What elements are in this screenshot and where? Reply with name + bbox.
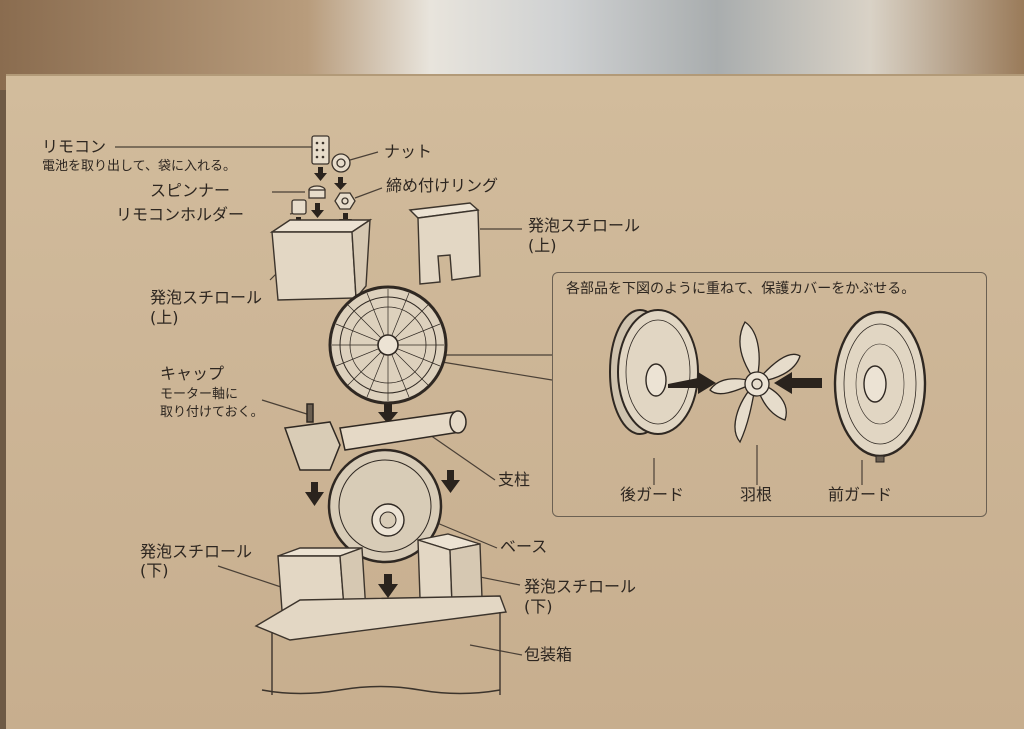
foam-bottom-right-illustration [417,533,483,605]
tightening-ring-illustration [334,192,356,210]
front-guard-label: 前ガード [828,485,893,504]
base-label: ベース [500,537,548,556]
cap-label: キャップ [160,364,225,383]
guard-assembly-inset [552,272,987,517]
foam-top-right-illustration [408,202,481,285]
remote-label: リモコン [42,137,107,156]
base-illustration [327,448,443,564]
foam-bottom-left-sublabel: (下) [140,561,169,580]
pole-label: 支柱 [498,470,531,489]
packing-box-illustration [254,595,507,695]
tightening-ring-label: 締め付けリング [386,176,499,195]
blade-label: 羽根 [740,485,773,504]
front-guard-illustration [833,310,927,463]
nut-illustration [331,153,351,173]
foam-bottom-right-sublabel: (下) [524,597,553,616]
cap-note-line-2: 取り付けておく。 [160,405,264,420]
blade-illustration [709,321,801,444]
remote-holder-label: リモコンホルダー [116,205,245,224]
cap-note-line-1: モーター軸に [160,387,239,402]
remote-holder-illustration [291,199,307,215]
foam-top-right-label: 発泡スチロール [528,216,641,235]
inset-instruction: 各部品を下図のように重ねて、保護カバーをかぶせる。 [566,281,916,297]
remote-note: 電池を取り出して、袋に入れる。 [42,159,236,174]
foam-bottom-right-label: 発泡スチロール [524,577,637,596]
foam-top-left-label: 発泡スチロール [150,288,263,307]
remote-control-illustration [311,135,330,165]
foam-top-left-sublabel: (上) [150,308,179,327]
pole-illustration [283,403,467,471]
foam-top-left-illustration [269,218,373,301]
packing-box-label: 包装箱 [524,645,573,664]
nut-label: ナット [384,142,433,161]
fan-head-illustration [328,285,448,405]
foam-bottom-left-label: 発泡スチロール [140,542,253,561]
spinner-label: スピンナー [150,181,231,200]
spinner-illustration [308,185,326,199]
foam-top-right-sublabel: (上) [528,236,557,255]
rear-guard-label: 後ガード [620,485,685,504]
